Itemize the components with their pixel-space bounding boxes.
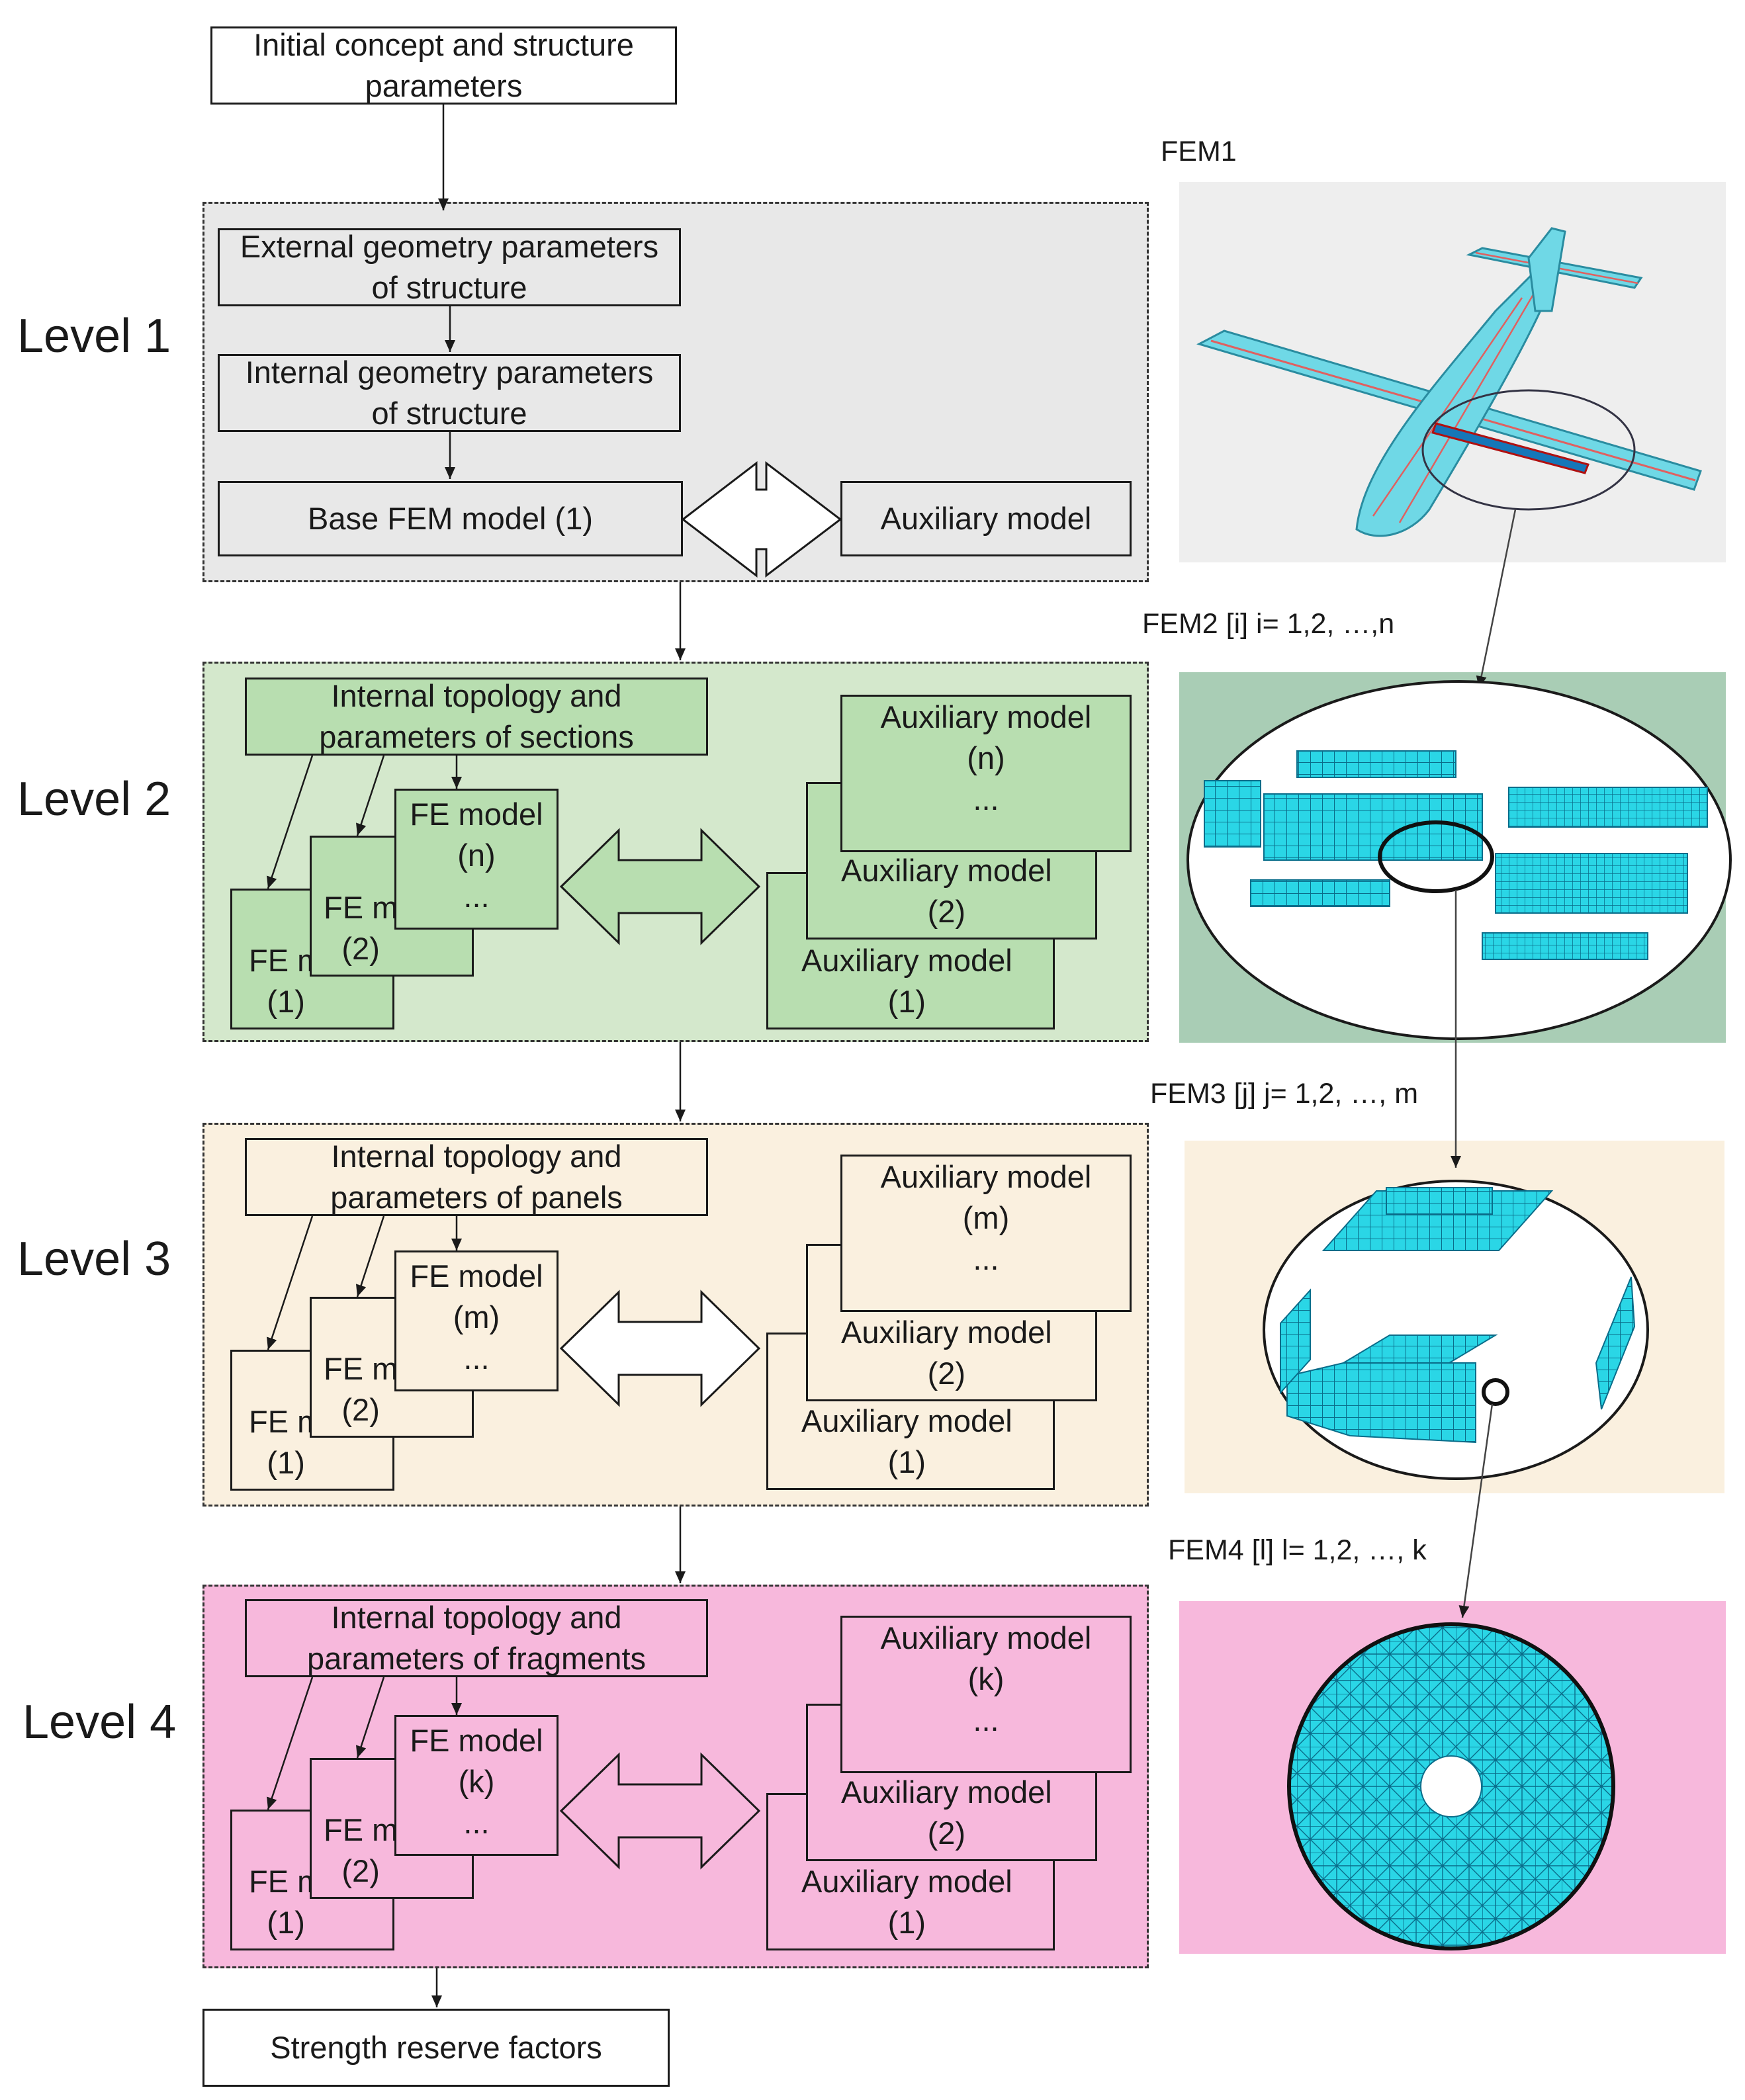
level-3-label: Level 3 (17, 1233, 171, 1286)
aircraft-fem-illustration (1196, 227, 1702, 537)
double-arrow-level4 (559, 1752, 761, 1870)
topology-panels-box: Internal topology and parameters of pane… (245, 1138, 708, 1216)
external-geometry-box: External geometry parameters of structur… (218, 228, 681, 306)
internal-geometry-box: Internal geometry parameters of structur… (218, 354, 681, 432)
fem3-label: FEM3 [j] j= 1,2, …, m (1150, 1078, 1419, 1110)
double-arrow-level1 (681, 460, 842, 578)
fem4-label: FEM4 [l] l= 1,2, …, k (1168, 1534, 1427, 1566)
aux-model-n-box: Auxiliary model (n) ... (840, 695, 1132, 852)
topology-sections-box: Internal topology and parameters of sect… (245, 678, 708, 756)
connector-fem1-to-fem2 (1476, 509, 1517, 689)
fem2-label: FEM2 [i] i= 1,2, …,n (1142, 608, 1395, 640)
fe-model-m-box: FE model (m) ... (394, 1250, 559, 1391)
fem1-label: FEM1 (1161, 136, 1237, 167)
fem2-sections-illustration (1186, 680, 1732, 1040)
aux-model-k-box: Auxiliary model (k) ... (840, 1616, 1132, 1773)
base-fem-model-box: Base FEM model (1) (218, 481, 683, 556)
arrow-topology-fe1-l2 (267, 755, 314, 889)
level-1-label: Level 1 (17, 310, 171, 363)
fem3-panels-illustration (1263, 1180, 1649, 1480)
arrow-topology-fe2-l2 (356, 755, 385, 836)
level-4-label: Level 4 (22, 1696, 177, 1749)
auxiliary-model-box: Auxiliary model (840, 481, 1132, 556)
strength-reserve-box: Strength reserve factors (202, 2009, 670, 2087)
arrow-topology-fe1-l3 (267, 1215, 314, 1350)
fe-model-k-box: FE model (k) ... (394, 1715, 559, 1856)
connector-fem3-to-fem4 (1458, 1403, 1494, 1618)
initial-concept-box: Initial concept and structure parameters (210, 26, 677, 105)
arrow-topology-fe2-l4 (356, 1677, 385, 1759)
arrow-topology-fe2-l3 (356, 1215, 385, 1297)
double-arrow-level3 (559, 1290, 761, 1407)
level-2-label: Level 2 (17, 773, 171, 826)
fem4-fragment-illustration (1287, 1622, 1615, 1950)
fe-model-n-box: FE model (n) ... (394, 789, 559, 930)
aux-model-m-box: Auxiliary model (m) ... (840, 1155, 1132, 1312)
arrow-topology-fe1-l4 (267, 1677, 314, 1810)
double-arrow-level2 (559, 828, 761, 945)
topology-fragments-box: Internal topology and parameters of frag… (245, 1599, 708, 1677)
